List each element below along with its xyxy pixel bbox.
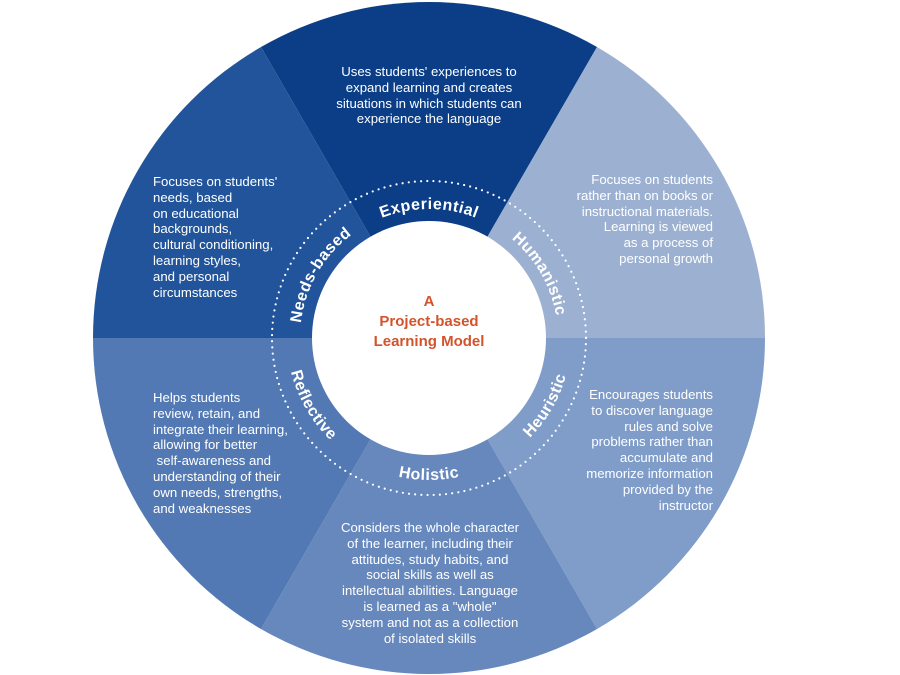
description-line: Uses students' experiences to: [341, 64, 517, 79]
description-line: Focuses on students: [591, 172, 713, 187]
description-line: memorize information: [586, 465, 713, 481]
reflective-description: Helps students review, retain, and integ…: [153, 390, 333, 516]
center-circle: [312, 221, 546, 455]
description-line: personal growth: [619, 250, 713, 266]
description-line: experience the language: [356, 111, 502, 127]
description-line: own needs, strengths,: [153, 484, 283, 500]
center-title: A Project-based Learning Model: [329, 292, 529, 352]
description-line: situations in which students can: [336, 95, 522, 111]
description-line: to discover language: [591, 402, 713, 418]
description-line: provided by the: [622, 481, 713, 497]
description-line: rather than on books or: [576, 187, 713, 203]
humanistic-description: Focuses on students rather than on books…: [560, 172, 713, 267]
description-line: Encourages students: [589, 387, 713, 402]
center-title-line: Project-based: [379, 313, 479, 330]
description-line: problems rather than: [591, 434, 713, 450]
description-line: needs, based: [153, 189, 233, 205]
description-line: backgrounds,: [153, 221, 233, 237]
segment-holistic: [261, 338, 597, 675]
description-line: system and not as a collection: [341, 614, 519, 630]
description-line: learning styles,: [153, 252, 241, 268]
dotted-ring: [270, 179, 588, 497]
description-line: and personal: [153, 268, 230, 284]
description-line: intellectual abilities. Language: [342, 583, 518, 599]
center-title-line: Learning Model: [373, 333, 485, 350]
description-line: instructor: [658, 497, 713, 513]
description-line: review, retain, and: [153, 405, 261, 421]
description-line: Learning is viewed: [603, 219, 713, 235]
segment-experiential: [261, 1, 597, 338]
description-line: integrate their learning,: [153, 421, 288, 437]
description-line: accumulate and: [619, 450, 713, 466]
needs-based-description: Focuses on students' needs, based on edu…: [153, 174, 323, 300]
description-line: of the learner, including their: [347, 535, 513, 551]
experiential-description: Uses students' experiences to expand lea…: [318, 64, 540, 127]
description-line: Focuses on students': [153, 174, 278, 189]
holistic-description: Considers the whole character of the lea…: [322, 520, 538, 646]
description-line: expand learning and creates: [345, 79, 513, 95]
description-line: Helps students: [153, 390, 241, 405]
description-line: allowing for better: [153, 437, 258, 453]
description-line: self-awareness and: [153, 453, 272, 469]
description-line: circumstances: [153, 284, 238, 300]
description-line: is learned as a "whole": [363, 598, 497, 614]
heuristic-description: Encourages students to discover language…: [570, 387, 713, 513]
description-line: attitudes, study habits, and: [351, 551, 509, 567]
description-line: of isolated skills: [383, 630, 477, 646]
description-line: instructional materials.: [581, 203, 713, 219]
description-line: Considers the whole character: [340, 520, 520, 535]
description-line: and weaknesses: [153, 500, 252, 516]
description-line: cultural conditioning,: [153, 237, 274, 253]
description-line: social skills as well as: [366, 567, 494, 583]
description-line: understanding of their: [153, 468, 281, 484]
description-line: rules and solve: [624, 418, 713, 434]
ring-label-holistic: Holistic: [398, 464, 461, 484]
description-line: on educational: [153, 205, 239, 221]
center-title-line: A: [423, 293, 435, 310]
description-line: as a process of: [623, 235, 713, 251]
